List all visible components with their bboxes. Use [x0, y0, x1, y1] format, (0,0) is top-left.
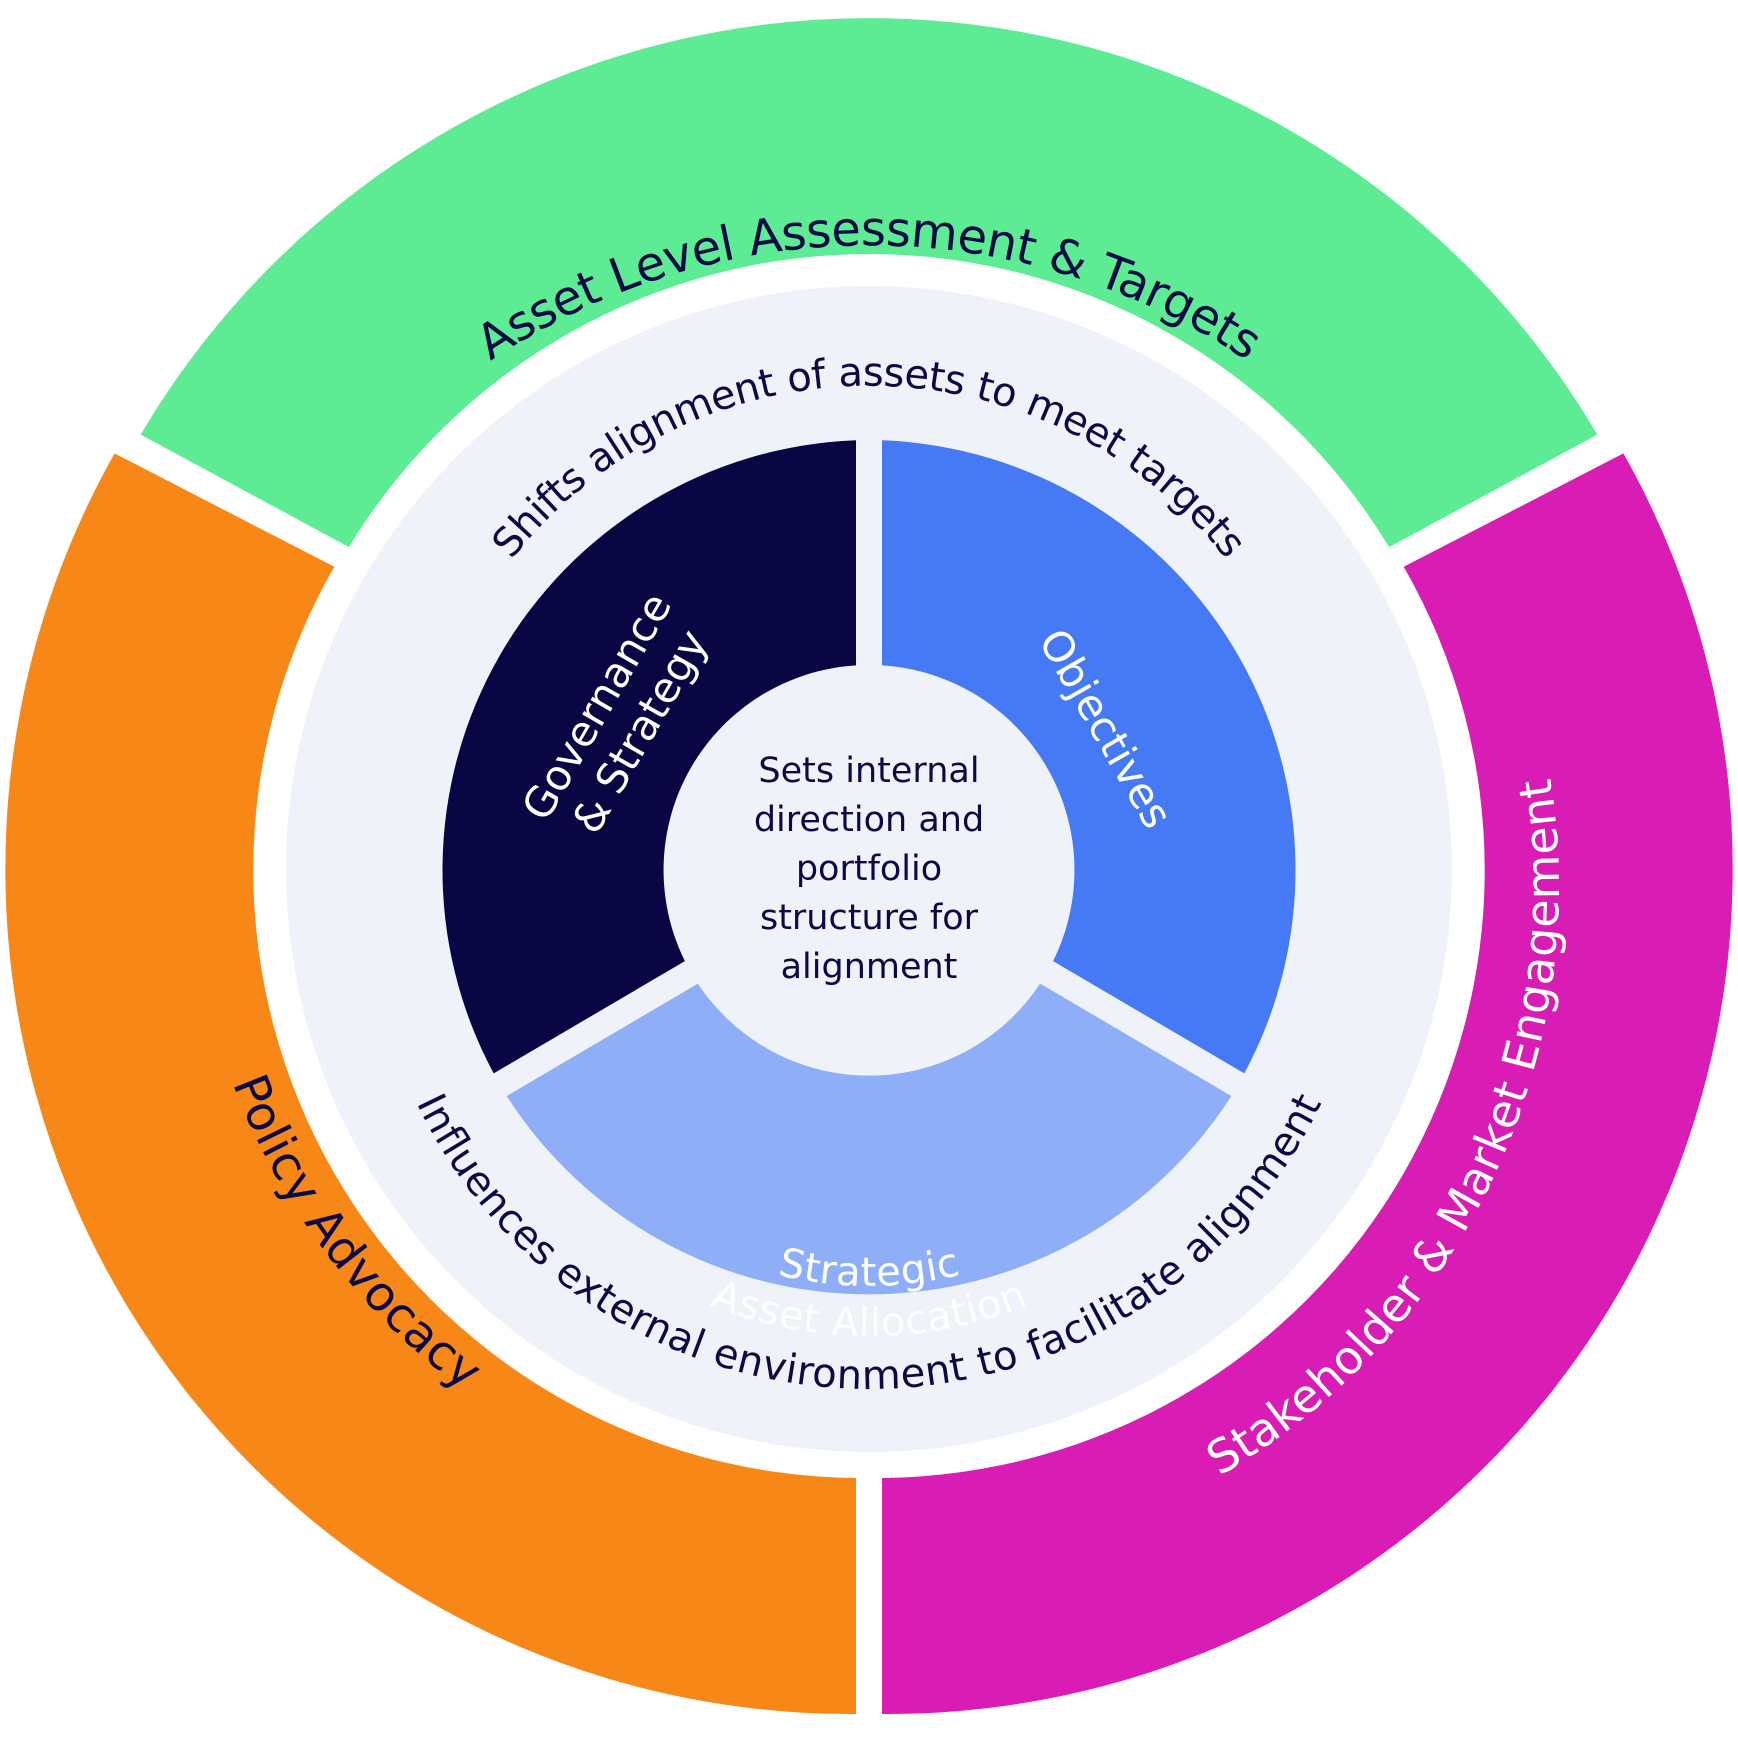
outer-ring — [5, 18, 1733, 1715]
center-text-line: Sets internal — [758, 751, 979, 791]
center-circle — [683, 683, 1055, 1055]
inner-segment-strategic-asset-allocation[interactable] — [506, 983, 1232, 1295]
inner-segment-governance-strategy[interactable] — [442, 440, 856, 1074]
center-text-line: alignment — [781, 947, 958, 987]
inner-ring — [442, 440, 1296, 1295]
center-text-line: direction and — [754, 800, 984, 840]
outer-segment-asset-level[interactable] — [140, 18, 1598, 548]
outer-segment-stakeholder-engagement[interactable] — [882, 453, 1733, 1715]
center-text-line: structure for — [760, 898, 979, 938]
center-text-block: Sets internal direction and portfolio st… — [754, 751, 984, 987]
center-text-line: portfolio — [796, 849, 942, 889]
inner-segment-objectives[interactable] — [882, 440, 1296, 1074]
outer-segment-policy-advocacy[interactable] — [5, 453, 857, 1715]
